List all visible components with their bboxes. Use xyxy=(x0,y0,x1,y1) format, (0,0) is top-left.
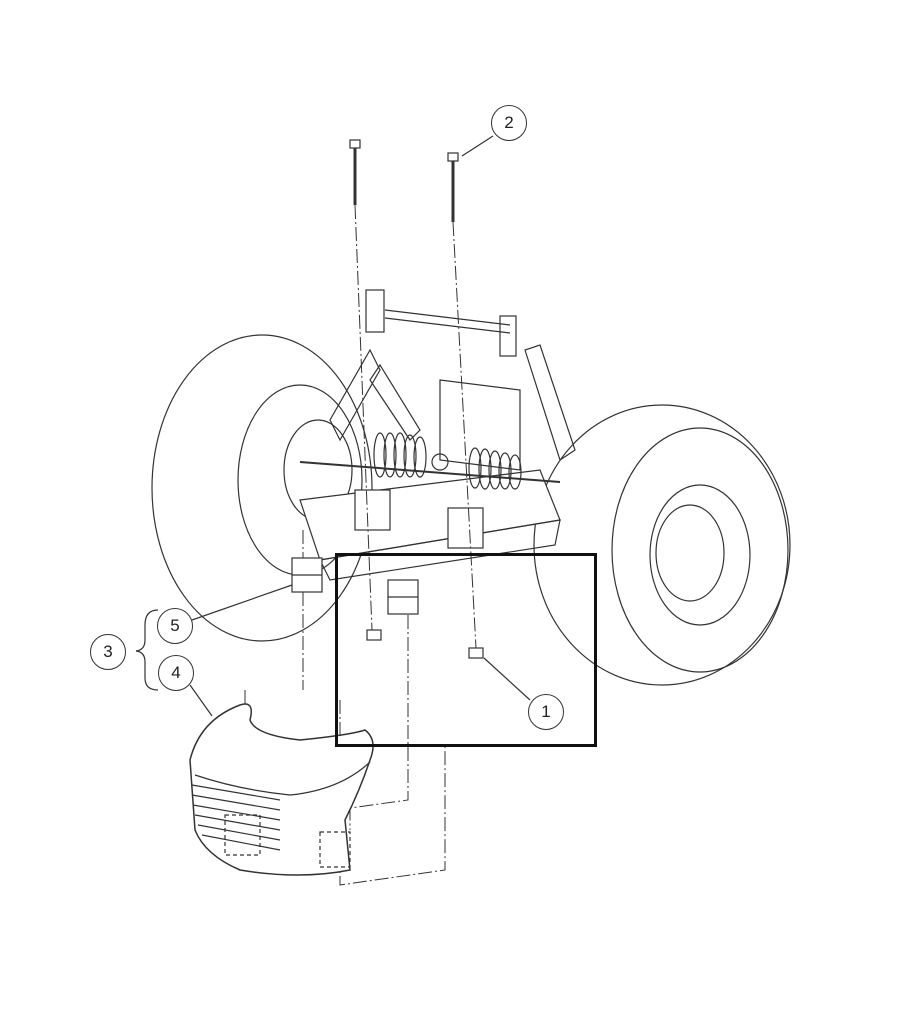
group-brace xyxy=(135,609,159,691)
callout-2-label: 2 xyxy=(504,113,514,132)
leader-line-1 xyxy=(483,657,531,701)
callout-4-label: 4 xyxy=(171,663,181,682)
spacer-block-right xyxy=(387,579,419,615)
callout-1: 1 xyxy=(528,694,564,730)
leader-line-4 xyxy=(189,684,213,717)
highlight-box xyxy=(335,553,597,747)
leader-line-2 xyxy=(461,135,494,157)
callout-3: 3 xyxy=(90,634,126,670)
callout-5-label: 5 xyxy=(170,616,180,635)
bolt-right xyxy=(447,152,459,222)
bolt-left xyxy=(349,139,361,205)
steering-rack xyxy=(299,432,561,490)
leader-line-5 xyxy=(191,584,293,621)
callout-2: 2 xyxy=(491,105,527,141)
callout-4: 4 xyxy=(158,655,194,691)
right-wheel xyxy=(533,404,791,686)
front-bumper xyxy=(189,703,374,876)
spacer-block-left xyxy=(291,557,323,593)
callout-5: 5 xyxy=(157,608,193,644)
callout-3-label: 3 xyxy=(103,642,113,661)
nut-left xyxy=(366,629,382,641)
callout-1-label: 1 xyxy=(541,702,551,721)
